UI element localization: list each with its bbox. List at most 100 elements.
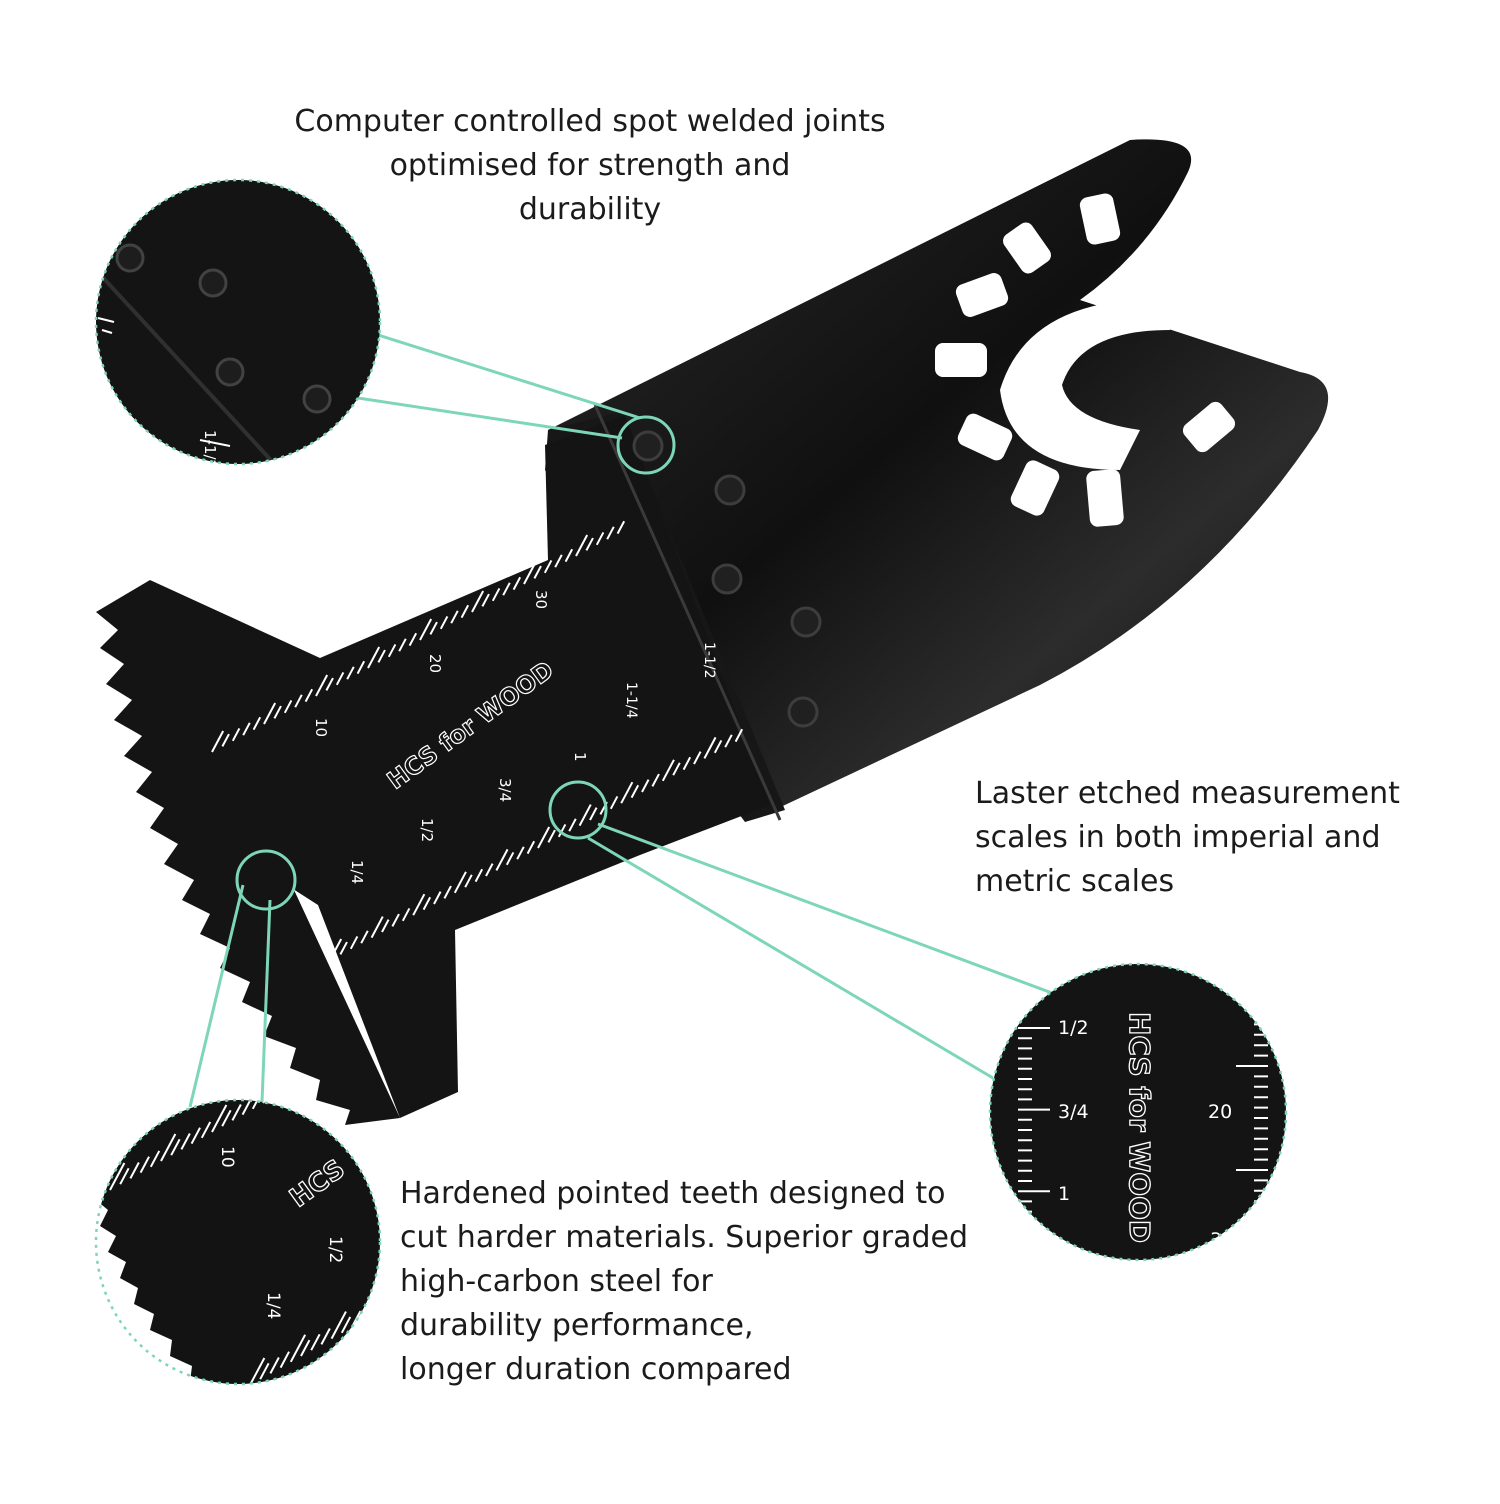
caption-scales-line: scales in both imperial and bbox=[975, 820, 1381, 855]
ruler-tick bbox=[703, 736, 717, 759]
ruler-tick bbox=[211, 730, 225, 753]
blade-teeth bbox=[96, 580, 400, 1125]
ruler-tick bbox=[109, 1162, 126, 1191]
zoom-scales-brand: HCS for WOOD bbox=[1123, 1012, 1156, 1243]
ruler-tick bbox=[564, 548, 574, 563]
ruler-tick bbox=[724, 734, 733, 748]
caption-welds: Computer controlled spot welded joints o… bbox=[270, 100, 910, 232]
ruler-tick bbox=[575, 534, 589, 557]
ruler-tick bbox=[595, 531, 605, 546]
ruler-tick bbox=[450, 610, 459, 624]
ruler-tick bbox=[273, 1081, 281, 1097]
marker-scale bbox=[548, 780, 608, 840]
caption-teeth-line: durability performance, bbox=[400, 1308, 754, 1343]
caption-scales-line: metric scales bbox=[975, 864, 1175, 899]
ruler-tick bbox=[300, 1339, 311, 1357]
imperial-label-3-4: 3/4 bbox=[496, 778, 514, 802]
imperial-label-1-1-4: 1-1/4 bbox=[623, 682, 639, 719]
ruler-tick bbox=[474, 868, 484, 883]
spot-weld bbox=[215, 357, 245, 387]
ruler-tick bbox=[609, 795, 619, 810]
ruler-tick bbox=[412, 893, 426, 916]
ruler-tick bbox=[641, 779, 650, 793]
ruler-tick bbox=[367, 646, 381, 669]
imperial-label-1: 1 bbox=[571, 752, 589, 762]
ruler-tick bbox=[616, 520, 626, 535]
ruler-tick bbox=[160, 1133, 177, 1162]
ruler-tick bbox=[422, 896, 432, 911]
ruler-tick bbox=[294, 694, 303, 708]
ruler-tick bbox=[149, 1150, 161, 1168]
ruler-tick bbox=[211, 1104, 228, 1133]
zoom-teeth-blade bbox=[96, 1100, 380, 1384]
ruler-tick bbox=[200, 1121, 212, 1139]
zoom-scales-3-4: 3/4 bbox=[1058, 1101, 1089, 1123]
ruler-tick bbox=[383, 1294, 391, 1310]
caption-scales-line: Laster etched measurement bbox=[975, 776, 1400, 811]
zoom-welds-label: 1-1/2 bbox=[201, 430, 219, 469]
ruler-tick bbox=[523, 562, 537, 585]
ruler-tick bbox=[329, 938, 343, 961]
caption-welds-line: durability bbox=[518, 192, 662, 227]
ruler-tick bbox=[263, 702, 277, 725]
zoom-scales-1-2: 1/2 bbox=[1058, 1017, 1089, 1039]
ruler-tick bbox=[391, 913, 400, 927]
ruler-tick bbox=[713, 739, 723, 754]
imperial-label-1-4: 1/4 bbox=[348, 860, 366, 884]
ruler-tick bbox=[433, 891, 442, 905]
ruler-tick bbox=[221, 733, 230, 747]
ruler-tick bbox=[320, 1328, 331, 1345]
zoom-scales-20: 20 bbox=[1208, 1101, 1232, 1123]
ruler-tick bbox=[371, 1287, 380, 1316]
spot-weld bbox=[198, 268, 228, 298]
ruler-tick bbox=[460, 604, 470, 619]
leader-teeth-left bbox=[188, 884, 245, 1108]
ruler-tick bbox=[606, 526, 615, 540]
spot-welds bbox=[632, 430, 822, 728]
ruler-tick bbox=[335, 671, 345, 686]
ruler-tick bbox=[429, 621, 438, 635]
ruler-tick bbox=[242, 722, 251, 736]
ruler-tick bbox=[346, 666, 355, 680]
ruler-tick bbox=[339, 941, 348, 955]
ruler-tick bbox=[315, 674, 329, 697]
ruler-tick bbox=[304, 688, 314, 703]
ruler-tick bbox=[620, 781, 634, 804]
ruler-tick bbox=[249, 1357, 266, 1384]
caption-teeth-line: Hardened pointed teeth designed to bbox=[400, 1176, 946, 1211]
imperial-label-1-1-2: 1-1/2 bbox=[701, 642, 717, 679]
ruler-tick bbox=[273, 705, 282, 719]
ruler-tick bbox=[537, 826, 551, 849]
ruler-tick bbox=[221, 1109, 232, 1127]
ruler-tick bbox=[568, 818, 577, 832]
blade-mount-head bbox=[545, 139, 1329, 812]
ruler-tick bbox=[533, 565, 542, 579]
ruler-tick bbox=[330, 1311, 347, 1340]
ruler-tick bbox=[693, 751, 702, 765]
ruler-tick bbox=[356, 660, 366, 675]
ruler-tick bbox=[325, 677, 334, 691]
ruler-tick bbox=[526, 840, 536, 855]
ruler-tick bbox=[381, 919, 390, 933]
ruler-tick bbox=[734, 728, 744, 743]
leader-welds-lower bbox=[357, 396, 623, 440]
ruler-tick bbox=[505, 851, 515, 866]
zoom-circle-welds: 1-1/2 bbox=[94, 178, 382, 469]
leader-scales-upper bbox=[597, 822, 1053, 995]
ruler-tick bbox=[340, 1316, 352, 1334]
spot-weld bbox=[302, 384, 332, 414]
blade-body bbox=[150, 415, 770, 1118]
leader-welds-upper bbox=[374, 332, 641, 420]
ruler-tick bbox=[262, 1100, 279, 1104]
ruler-tick bbox=[170, 1138, 181, 1156]
ruler-tick bbox=[408, 632, 418, 647]
spot-weld bbox=[711, 563, 743, 595]
spot-weld bbox=[115, 243, 145, 273]
ruler-tick bbox=[252, 716, 262, 731]
ruler-tick bbox=[495, 848, 509, 871]
ruler-tick bbox=[401, 907, 411, 922]
spot-weld bbox=[714, 474, 746, 506]
ruler-tick bbox=[190, 1127, 201, 1145]
caption-welds-line: Computer controlled spot welded joints bbox=[294, 104, 886, 139]
ruler-tick bbox=[516, 846, 525, 860]
